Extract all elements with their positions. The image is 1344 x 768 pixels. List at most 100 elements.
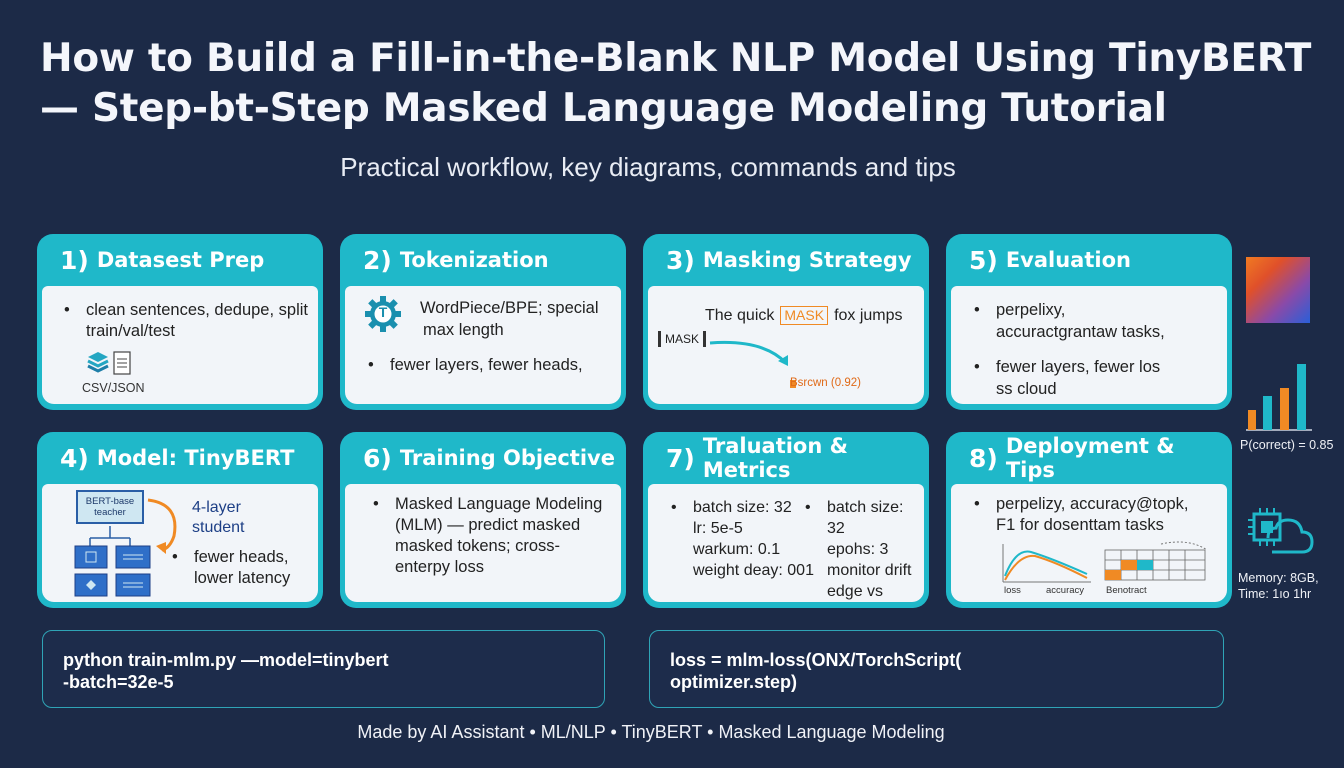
mask-token: MASK: [780, 306, 829, 325]
student-label: 4-layer student: [192, 499, 245, 536]
hyperparam: lr: 5e-5: [693, 520, 743, 537]
step-number: 7): [666, 443, 695, 473]
card-header: 2) Tokenization: [345, 234, 621, 286]
page-title: How to Build a Fill-in-the-Blank NLP Mod…: [40, 34, 1320, 134]
file-format-label: CSV/JSON: [82, 381, 145, 395]
hyperparam: edge vs: [827, 583, 884, 600]
bullet-line: fewer layers, fewer los: [996, 358, 1161, 376]
title-line-2: — Step-bt-Step Masked Language Modeling …: [40, 86, 1167, 131]
card-body: The quick MASK fox jumps MASK Bsrcwn (0.…: [648, 286, 924, 404]
card-body: perpelizy, accuracy@topk, F1 for dosentt…: [951, 484, 1227, 602]
hyperparam-column-2: batch size: 32 epohs: 3 monitor drift ed…: [805, 497, 924, 602]
chip-cloud-icon: [1248, 508, 1314, 554]
layers-icon: [87, 351, 131, 375]
hyperparam: monitor drift: [827, 562, 912, 579]
card-tokenization: 2) Tokenization T WordPiece/BPE; special…: [340, 234, 626, 410]
hyperparam: warkum: 0.1: [693, 541, 781, 558]
card-header: 4) Model: TinyBERT: [42, 432, 318, 484]
card-model-tinybert: 4) Model: TinyBERT BERT-base teacher 4-l…: [37, 432, 323, 608]
bullet-text: fewer layers, fewer los ss cloud: [974, 356, 1161, 400]
card-masking-strategy: 3) Masking Strategy The quick MASK fox j…: [643, 234, 929, 410]
step-number: 5): [969, 245, 998, 275]
step-number: 8): [969, 443, 998, 473]
code-line: -batch=32e-5: [63, 672, 174, 692]
arrow-icon: [709, 340, 788, 366]
distill-arrow-icon: [147, 498, 177, 554]
bullet-text: fewer layers, fewer heads,: [368, 356, 583, 375]
chart-label-accuracy: accuracy: [1046, 585, 1085, 596]
chart-label-loss: loss: [1004, 585, 1021, 596]
bullet-line: ss cloud: [996, 380, 1057, 398]
card-traluation-metrics: 7) Traluation & Metrics batch size: 32 l…: [643, 432, 929, 608]
card-title: Evaluation: [1005, 248, 1131, 272]
card-title: Datasest Prep: [96, 248, 265, 272]
bullet-line: F1 for dosenttam tasks: [996, 516, 1164, 534]
bullet-text: clean sentences, dedupe, split train/val…: [64, 300, 311, 342]
card-title: Masking Strategy: [702, 248, 912, 272]
sentence-end: fox jumps: [834, 306, 903, 324]
hyperparam: epohs: 3: [827, 541, 889, 558]
code-block-loss-snippet: loss = mlm-loss(ONX/TorchScript( optimiz…: [649, 630, 1224, 708]
step-number: 1): [60, 245, 89, 275]
training-curves-chart: [1002, 544, 1091, 583]
card-header: 7) Traluation & Metrics: [648, 432, 924, 484]
network-diagram: [74, 526, 151, 597]
bullet-text: fewer heads, lower latency: [172, 547, 309, 589]
sentence-start: The quick: [705, 306, 775, 324]
card-body: batch size: 32 lr: 5e-5 warkum: 0.1 weig…: [648, 484, 924, 602]
hyperparam: batch size: 32: [693, 499, 792, 516]
pcorrect-label: P(correct) = 0.85: [1240, 438, 1334, 452]
card-header: 1) Datasest Prep: [42, 234, 318, 286]
tokenizer-line-1: WordPiece/BPE; special: [420, 299, 599, 317]
code-line: optimizer.step): [670, 672, 798, 692]
step-number: 4): [60, 443, 89, 473]
footer-credits: Made by AI Assistant • ML/NLP • TinyBERT…: [357, 722, 945, 742]
bullet-text: perpelixy, accuractgrantaw tasks,: [974, 299, 1165, 343]
card-header: 3) Masking Strategy: [648, 234, 924, 286]
hyperparam-column-1: batch size: 32 lr: 5e-5 warkum: 0.1 weig…: [671, 497, 814, 581]
card-body: BERT-base teacher 4-layer student fewer …: [42, 484, 318, 602]
bullet-line: perpelizy, accuracy@topk,: [996, 495, 1189, 513]
card-header: 6) Training Objective: [345, 432, 621, 484]
card-title: Tokenization: [399, 248, 549, 272]
benchmark-grid-chart: [1104, 541, 1208, 581]
prediction-label: Bsrcwn (0.92): [790, 377, 861, 389]
card-body: clean sentences, dedupe, split train/val…: [42, 286, 318, 404]
code-block-train-command: python train-mlm.py —model=tinybert -bat…: [42, 630, 605, 708]
bullet-text: Masked Language Modeling (MLM) — predict…: [373, 494, 615, 578]
card-header: 5) Evaluation: [951, 234, 1227, 286]
gear-letter: T: [378, 304, 388, 320]
chart-label-benchmark: Benotract: [1106, 585, 1147, 596]
card-body: Masked Language Modeling (MLM) — predict…: [345, 484, 621, 602]
card-dataset-prep: 1) Datasest Prep clean sentences, dedupe…: [37, 234, 323, 410]
card-evaluation: 5) Evaluation perpelixy, accuractgrantaw…: [946, 234, 1232, 410]
heatmap-thumbnail: [1246, 257, 1310, 323]
card-title: Training Objective: [399, 446, 615, 470]
step-number: 6): [363, 443, 392, 473]
time-label: Time: 1ıo 1hr: [1238, 587, 1312, 601]
hyperparam: weight deay: 001: [693, 562, 814, 579]
card-training-objective: 6) Training Objective Masked Language Mo…: [340, 432, 626, 608]
page-subtitle: Practical workflow, key diagrams, comman…: [340, 152, 956, 182]
step-number: 3): [666, 245, 695, 275]
example-sentence: The quick MASK fox jumps: [705, 306, 903, 325]
code-line: loss = mlm-loss(ONX/TorchScript(: [670, 650, 962, 670]
card-body: perpelixy, accuractgrantaw tasks, fewer …: [951, 286, 1227, 404]
bullet-text: perpelizy, accuracy@topk, F1 for dosentt…: [974, 494, 1189, 536]
code-line: python train-mlm.py —model=tinybert: [63, 650, 389, 670]
bar-chart-thumbnail: [1246, 364, 1312, 431]
card-title: Model: TinyBERT: [96, 446, 295, 470]
card-header: 8) Deployment & Tips: [951, 432, 1227, 484]
prediction-marker: [790, 380, 796, 388]
gear-icon: T: [363, 294, 403, 334]
card-title: Deployment & Tips: [1005, 434, 1175, 482]
mask-input-box: MASK: [658, 331, 707, 347]
title-line-1: How to Build a Fill-in-the-Blank NLP Mod…: [40, 36, 1312, 81]
memory-label: Memory: 8GB,: [1238, 571, 1319, 585]
card-deployment-tips: 8) Deployment & Tips perpelizy, accuracy…: [946, 432, 1232, 608]
bullet-line: accuractgrantaw tasks,: [996, 323, 1165, 341]
teacher-model-box: BERT-base teacher: [76, 490, 144, 524]
card-body: T WordPiece/BPE; special max length fewe…: [345, 286, 621, 404]
tokenizer-line-2: max length: [423, 321, 504, 339]
hyperparam: batch size: 32: [827, 499, 904, 537]
